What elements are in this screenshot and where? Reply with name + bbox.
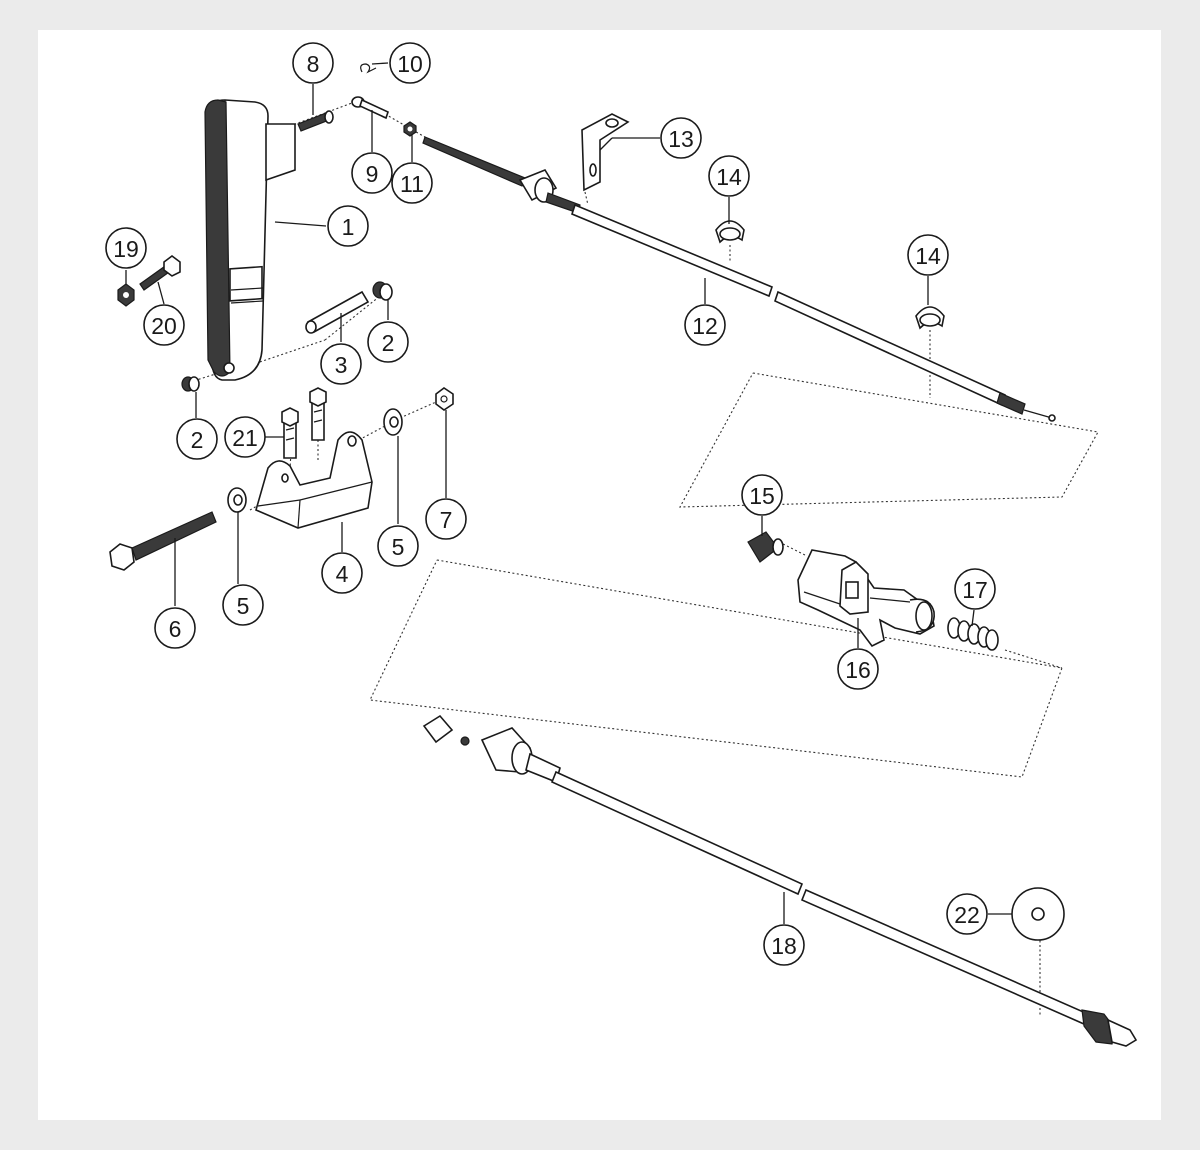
callout-13-label: 13 [668, 126, 694, 152]
clamp-part-14-a [715, 220, 745, 244]
callout-10-label: 10 [397, 51, 423, 77]
mount-bracket-part-4 [255, 431, 373, 529]
callout-16-label: 16 [845, 657, 871, 683]
clamp-part-14-b [915, 306, 945, 330]
bolt-part-20 [139, 255, 181, 291]
pedal-part-1 [204, 99, 296, 381]
callout-9-label: 9 [366, 161, 379, 187]
callout-6: 6 [154, 607, 196, 649]
callout-19-label: 19 [113, 236, 139, 262]
callout-14-b: 14 [907, 234, 949, 276]
callout-6-label: 6 [169, 616, 182, 642]
bushing-part-2-b [181, 376, 200, 392]
callout-leader-lines [125, 62, 1012, 924]
callout-4: 4 [321, 552, 363, 594]
upper-cable-part-12 [422, 136, 1056, 422]
callout-8-label: 8 [307, 51, 320, 77]
callout-7-label: 7 [440, 507, 453, 533]
valve-body-part-16 [797, 549, 935, 648]
callout-12-label: 12 [692, 313, 718, 339]
callout-11-label: 11 [400, 171, 424, 197]
bushing-part-2-a [372, 281, 393, 301]
pin-part-3 [305, 290, 370, 334]
callout-20: 20 [143, 304, 185, 346]
bracket-part-13 [581, 113, 630, 192]
callout-10: 10 [389, 42, 431, 84]
callout-22: 22 [946, 893, 988, 935]
callout-2-a: 2 [367, 321, 409, 363]
callout-15: 15 [741, 474, 783, 516]
callout-21-label: 21 [232, 425, 258, 451]
callout-18-label: 18 [771, 933, 797, 959]
fitting-part-15 [747, 531, 784, 563]
callout-16: 16 [837, 648, 879, 690]
bolt-part-21 [281, 387, 327, 459]
callout-5-b-label: 5 [392, 534, 405, 560]
callout-20-label: 20 [151, 313, 177, 339]
callout-3-label: 3 [335, 352, 348, 378]
callout-9: 9 [351, 152, 393, 194]
callout-19: 19 [105, 227, 147, 269]
callout-14-a: 14 [708, 155, 750, 197]
callout-22-label: 22 [954, 902, 980, 928]
callout-3: 3 [320, 343, 362, 385]
clevis-pin-part-9 [351, 96, 389, 120]
long-bolt-part-6 [109, 511, 217, 571]
callout-18: 18 [763, 924, 805, 966]
nut-part-11 [403, 121, 417, 137]
washer-part-5-a [227, 487, 247, 513]
callout-11: 11 [391, 162, 433, 204]
callout-17: 17 [954, 568, 996, 610]
callout-5-b: 5 [377, 525, 419, 567]
cap-part-22 [1011, 887, 1065, 941]
nut-part-7 [435, 387, 454, 411]
callout-2-a-label: 2 [382, 330, 395, 356]
spring-part-17 [947, 617, 999, 651]
callout-13: 13 [660, 117, 702, 159]
callout-14-a-label: 14 [716, 164, 742, 190]
clip-part-10 [360, 63, 377, 74]
washer-part-5-b [383, 408, 403, 436]
callout-8: 8 [292, 42, 334, 84]
callout-2-b: 2 [176, 418, 218, 460]
callout-7: 7 [425, 498, 467, 540]
lower-cable-part-18 [422, 714, 1138, 1047]
callout-15-label: 15 [749, 483, 775, 509]
callout-17-label: 17 [962, 577, 988, 603]
callout-4-label: 4 [336, 561, 349, 587]
callout-5-a: 5 [222, 584, 264, 626]
callout-1: 1 [327, 205, 369, 247]
callout-21: 21 [224, 416, 266, 458]
screw-part-8 [297, 110, 334, 132]
callout-14-b-label: 14 [915, 243, 941, 269]
callout-5-a-label: 5 [237, 593, 250, 619]
callout-12: 12 [684, 304, 726, 346]
callout-1-label: 1 [342, 214, 355, 240]
nut-part-19 [117, 283, 135, 307]
callout-2-b-label: 2 [191, 427, 204, 453]
